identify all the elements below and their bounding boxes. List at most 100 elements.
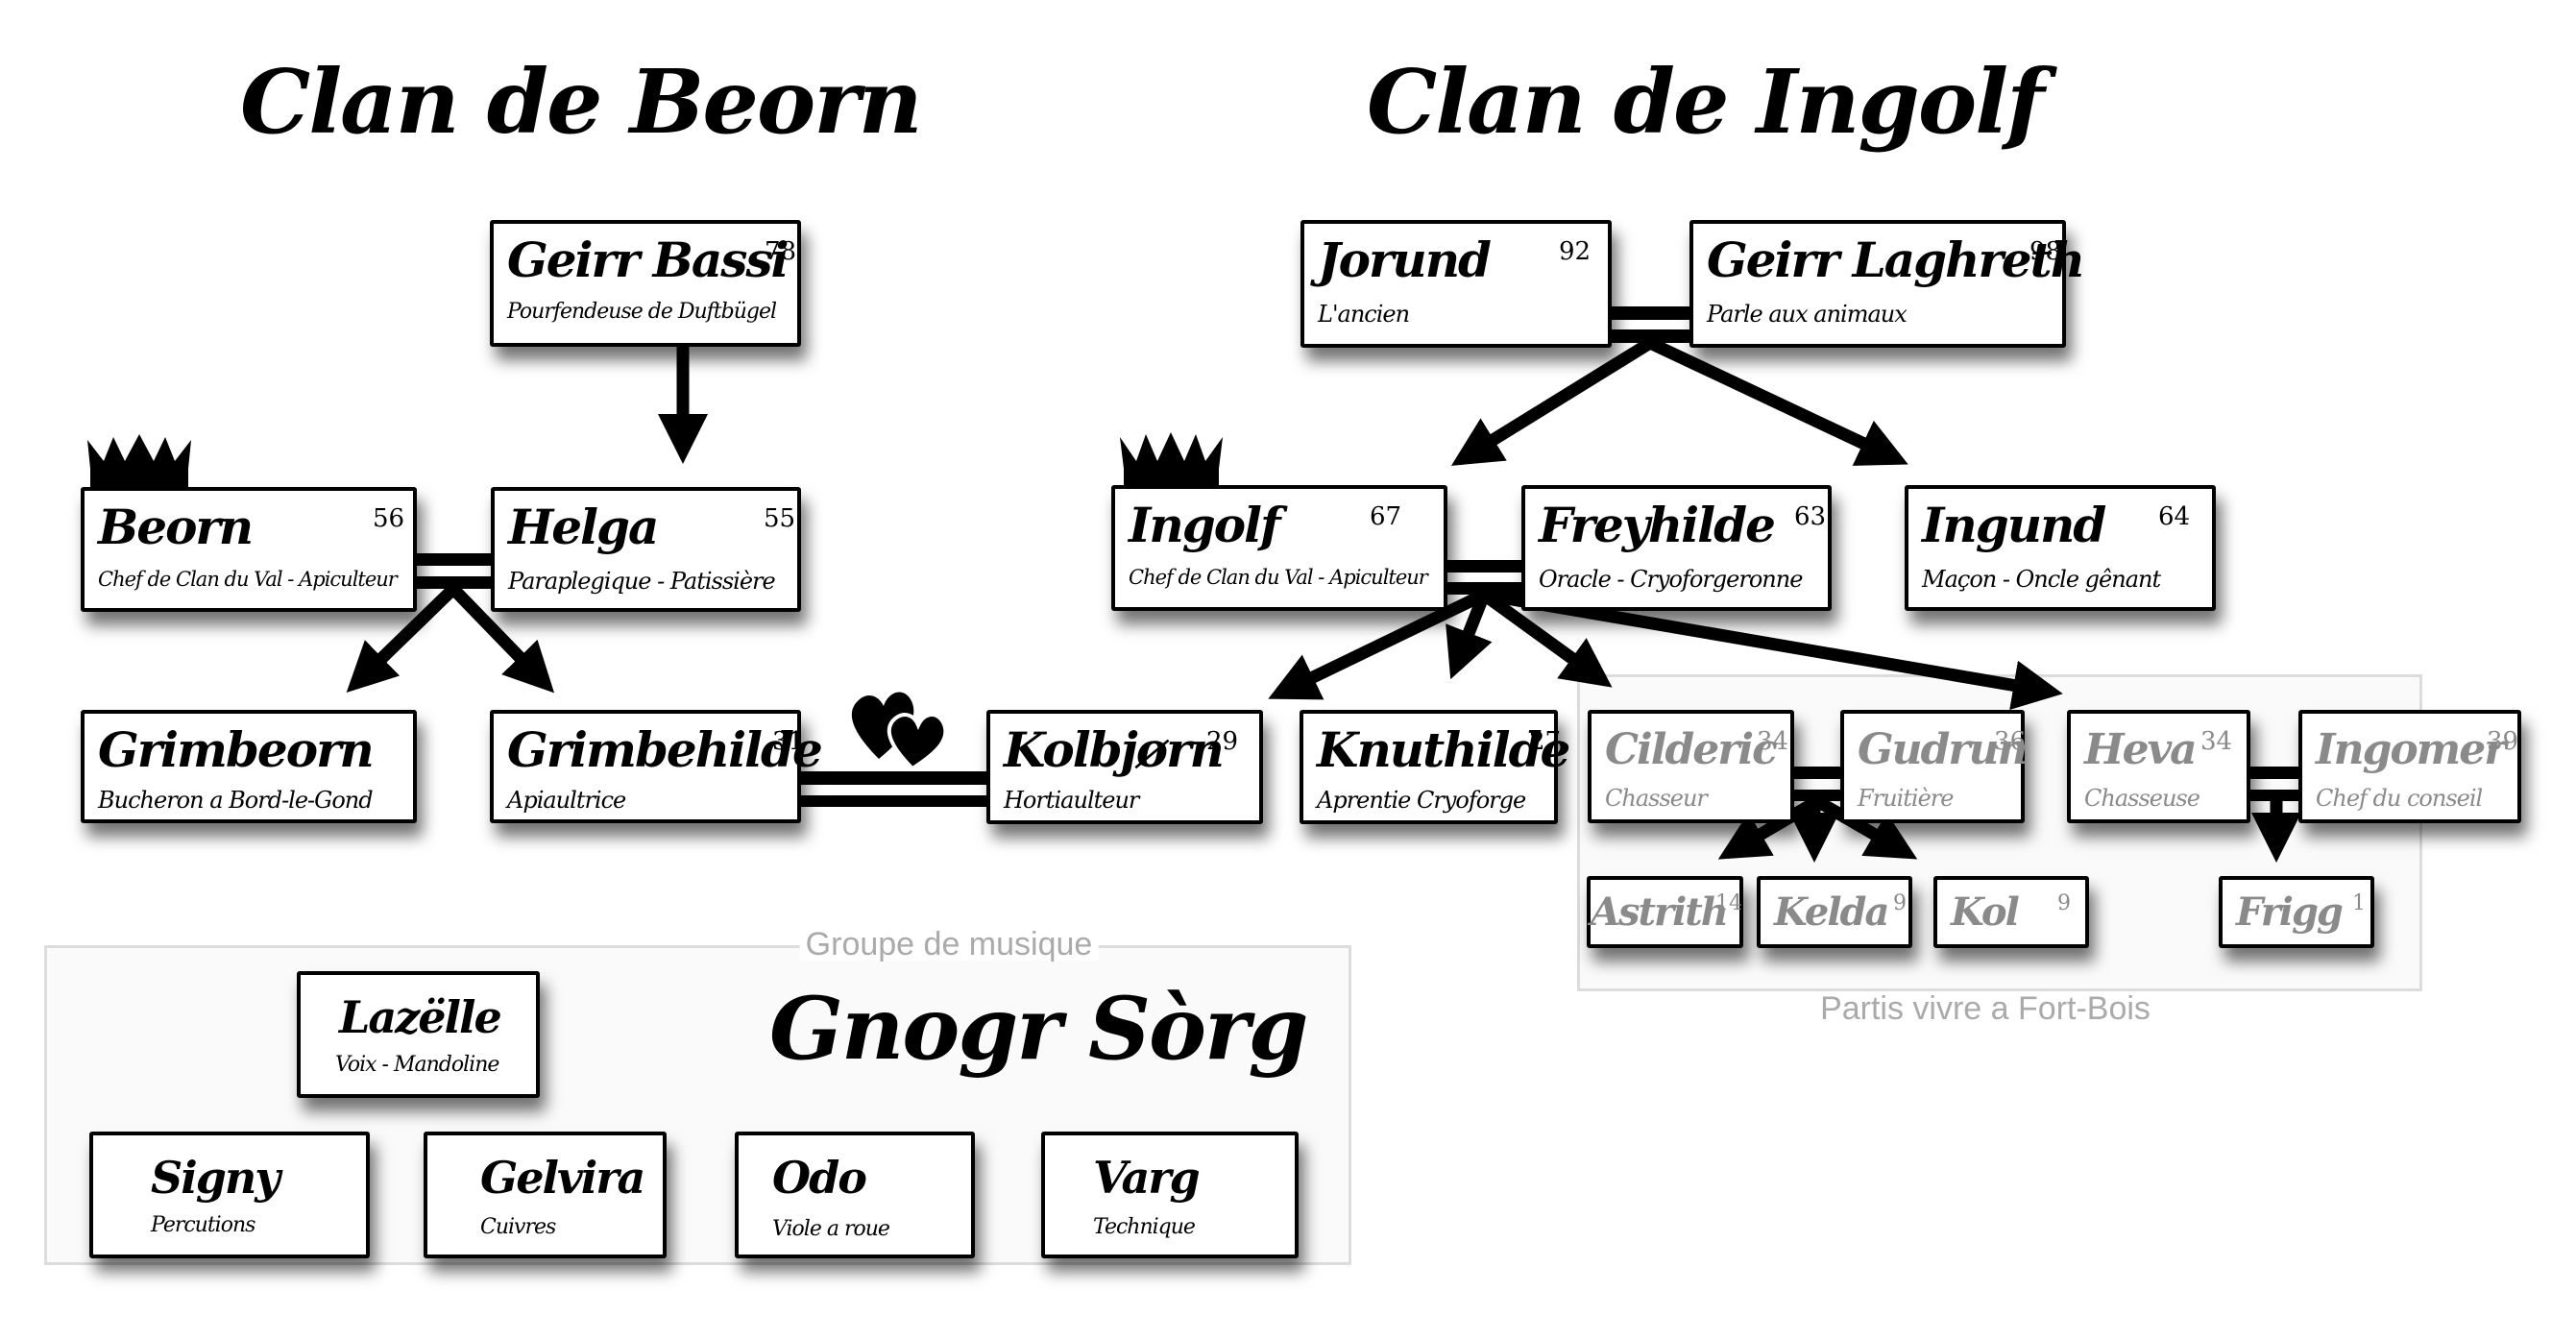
person-card-kelda[interactable]: Kelda 9 <box>1757 876 1912 948</box>
person-age: 56 <box>373 504 405 533</box>
person-name: Helga <box>508 499 659 555</box>
arrow-ingolf-cilderic <box>1480 589 1613 688</box>
person-role: Bucheron a Bord-le-Gond <box>98 787 374 814</box>
person-name: Gudrun <box>1858 725 2028 774</box>
marriage-cilderic-gudrun <box>1794 767 1840 779</box>
person-role: Chef du conseil <box>2316 785 2483 812</box>
person-name: Frigg <box>2236 889 2344 935</box>
person-role: Paraplegique - Patissière <box>508 568 776 595</box>
person-card-beorn[interactable]: Beorn 56 Chef de Clan du Val - Apiculteu… <box>81 487 417 612</box>
fortbois-group-label: Partis vivre a Fort-Bois <box>1814 992 2156 1025</box>
person-role: Cuivres <box>480 1215 556 1239</box>
person-age: 64 <box>2158 502 2191 531</box>
person-name: Astrith <box>1591 889 1729 935</box>
person-name: Signy <box>151 1152 280 1204</box>
person-age: 92 <box>1559 237 1592 266</box>
person-card-signy[interactable]: Signy Percutions <box>89 1132 370 1258</box>
person-role: Technique <box>1093 1215 1196 1239</box>
person-name: Jorund <box>1318 231 1492 288</box>
person-card-geirr-laghreth[interactable]: Geirr Laghreth 98 Parle aux animaux <box>1689 220 2085 348</box>
clan-beorn-title: Clan de Beorn <box>240 50 923 154</box>
person-card-astrith[interactable]: Astrith 14 <box>1587 876 1743 948</box>
person-age: 9 <box>2057 891 2071 915</box>
person-age: 29 <box>1206 727 1239 756</box>
person-card-lazelle[interactable]: Lazëlle Voix - Mandoline <box>297 971 540 1098</box>
person-role: Chasseur <box>1605 785 1708 812</box>
person-age: 36 <box>1994 727 2027 756</box>
marriage-ingolf-freyhilde <box>1447 560 1521 573</box>
person-role: Chef de Clan du Val - Apiculteur <box>98 568 398 591</box>
person-role: Pourfendeuse de Duftbügel <box>507 300 777 324</box>
person-card-kol[interactable]: Kol 9 <box>1933 876 2089 948</box>
person-card-gelvira[interactable]: Gelvira Cuivres <box>424 1132 667 1258</box>
person-age: 9 <box>1893 891 1907 915</box>
person-card-geirr-bassi[interactable]: Geirr Bassi 78 Pourfendeuse de Duftbügel <box>490 220 801 347</box>
person-role: Chasseuse <box>2084 785 2200 812</box>
person-name: Ingomer <box>2316 725 2506 774</box>
person-card-varg[interactable]: Varg Technique <box>1041 1132 1299 1258</box>
hearts-icon <box>851 692 948 771</box>
band-name-title: Gnogr Sòrg <box>769 978 1308 1080</box>
arrow-ingolf-kolbjorn <box>1268 589 1487 700</box>
person-age: 34 <box>2200 727 2233 756</box>
person-card-helga[interactable]: Helga 55 Paraplegique - Patissière <box>491 487 801 612</box>
person-name: Beorn <box>98 499 254 555</box>
person-role: Parle aux animaux <box>1707 301 1908 328</box>
person-card-knuthilde[interactable]: Knuthilde 27 Aprentie Cryoforge <box>1300 710 1570 824</box>
person-name: Kolbjørn <box>1004 721 1225 778</box>
person-role: Fruitière <box>1858 785 1954 812</box>
person-name: Grimbehilde <box>507 721 823 778</box>
person-name: Cilderic <box>1605 725 1778 774</box>
person-role: Viole a roue <box>772 1217 890 1241</box>
person-card-ingund[interactable]: Ingund 64 Maçon - Oncle gênant <box>1905 485 2216 611</box>
person-name: Lazëlle <box>339 991 502 1043</box>
music-group-label: Groupe de musique <box>799 928 1099 961</box>
crown-icon <box>87 434 191 487</box>
arrow-ingolf-knuthilde <box>1446 592 1493 680</box>
person-name: Ingund <box>1922 497 2106 553</box>
person-card-frigg[interactable]: Frigg 1 <box>2219 876 2374 948</box>
person-role: Hortiaulteur <box>1004 787 1139 814</box>
clan-ingolf-title: Clan de Ingolf <box>1367 50 2045 154</box>
person-card-ingomer[interactable]: Ingomer 39 Chef du conseil <box>2298 710 2521 823</box>
person-name: Odo <box>772 1152 867 1204</box>
person-role: Maçon - Oncle gênant <box>1922 566 2161 593</box>
marriage-heva-ingomer <box>2250 767 2298 779</box>
person-age: 98 <box>2029 237 2062 266</box>
person-card-gudrun[interactable]: Gudrun 36 Fruitière <box>1840 710 2028 823</box>
arrow-beorn-grimbeorn <box>346 584 458 694</box>
person-role: Aprentie Cryoforge <box>1317 787 1526 814</box>
person-card-cilderic[interactable]: Cilderic 34 Chasseur <box>1588 710 1794 823</box>
person-age: 63 <box>1794 502 1827 531</box>
person-age: 1 <box>2352 891 2366 915</box>
person-name: Heva <box>2084 725 2198 774</box>
person-name: Geirr Bassi <box>507 231 790 288</box>
person-card-freyhilde[interactable]: Freyhilde 63 Oracle - Cryoforgeronne <box>1521 485 1832 611</box>
person-age: 34 <box>1757 727 1789 756</box>
person-age: 14 <box>1715 891 1742 915</box>
person-role: Apiaultrice <box>507 787 626 814</box>
person-name: Kol <box>1951 889 2020 935</box>
person-role: Percutions <box>151 1213 255 1237</box>
crown-icon <box>1120 432 1223 487</box>
person-card-kolbjorn[interactable]: Kolbjørn 29 Hortiaulteur <box>986 710 1263 824</box>
person-card-grimbehilde[interactable]: Grimbehilde 31 Apiaultrice <box>490 710 823 823</box>
person-card-odo[interactable]: Odo Viole a roue <box>735 1132 975 1258</box>
person-card-heva[interactable]: Heva 34 Chasseuse <box>2067 710 2250 823</box>
arrow-cilderic-astrith <box>1717 795 1821 860</box>
marriage-jorund-laghreth <box>1612 306 1689 320</box>
person-role: L'ancien <box>1318 301 1410 328</box>
person-name: Geirr Laghreth <box>1707 231 2085 288</box>
person-name: Grimbeorn <box>98 721 375 778</box>
arrow-jorund-ingolf <box>1450 337 1654 466</box>
person-age: 78 <box>765 237 797 266</box>
person-age: 39 <box>2487 727 2519 756</box>
arrow-jorund-ingund <box>1647 337 1908 466</box>
person-card-jorund[interactable]: Jorund 92 L'ancien <box>1300 220 1612 348</box>
person-age: 67 <box>1370 502 1402 531</box>
person-card-grimbeorn[interactable]: Grimbeorn Bucheron a Bord-le-Gond <box>81 710 417 823</box>
person-name: Freyhilde <box>1539 497 1776 553</box>
person-role: Voix - Mandoline <box>335 1053 499 1077</box>
person-card-ingolf[interactable]: Ingolf 67 Chef de Clan du Val - Apiculte… <box>1111 485 1447 611</box>
